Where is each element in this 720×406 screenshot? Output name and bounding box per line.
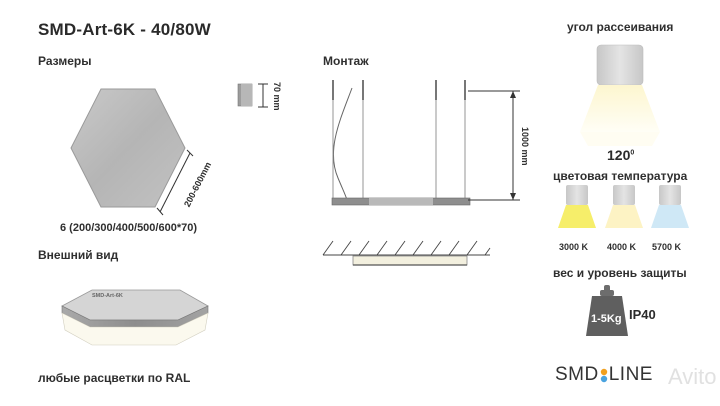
- weight-protection-heading: вес и уровень защиты: [553, 266, 687, 280]
- side-dimension-label: 200-600mm: [182, 160, 214, 209]
- mounting-drawing: [331, 80, 520, 206]
- side-profile: [237, 83, 253, 107]
- color-temperature-heading: цветовая температура: [553, 169, 688, 183]
- mounting-heading: Монтаж: [323, 54, 369, 68]
- available-sizes: 6 (200/300/400/500/600*70): [60, 222, 198, 234]
- appearance-panel: [61, 289, 209, 346]
- cable-length-label: 1000 mm: [520, 127, 530, 166]
- appearance-heading: Внешний вид: [38, 248, 119, 262]
- ceiling-mount-drawing: [322, 240, 491, 266]
- height-dimension-label: 70 mm: [272, 82, 282, 111]
- color-temp-lamps: [558, 185, 689, 228]
- brand-left: SMD: [555, 364, 599, 385]
- beam-angle-lamp-drawing: [580, 44, 660, 146]
- brand-right: LINE: [608, 364, 653, 385]
- temp-label-3000: 3000 K: [559, 242, 589, 252]
- ral-text: любые расцветки по RAL: [38, 371, 191, 385]
- dimensions-heading: Размеры: [38, 54, 92, 68]
- beam-angle-value: 1200: [607, 147, 635, 163]
- brand-logo: SMD LINE: [555, 364, 653, 386]
- hexagon-top-view: [70, 88, 186, 208]
- weight-icon: [586, 285, 628, 336]
- temp-label-4000: 4000 K: [607, 242, 637, 252]
- beam-angle-heading: угол рассеивания: [567, 20, 674, 34]
- weight-value: 1-5Kg: [591, 313, 622, 325]
- panel-product-label: SMD-Art-6K: [92, 293, 123, 299]
- product-title: SMD-Art-6K - 40/80W: [38, 20, 211, 39]
- ip-rating: IP40: [629, 307, 656, 322]
- temp-label-5700: 5700 K: [652, 242, 682, 252]
- avito-watermark: Avito: [668, 364, 717, 389]
